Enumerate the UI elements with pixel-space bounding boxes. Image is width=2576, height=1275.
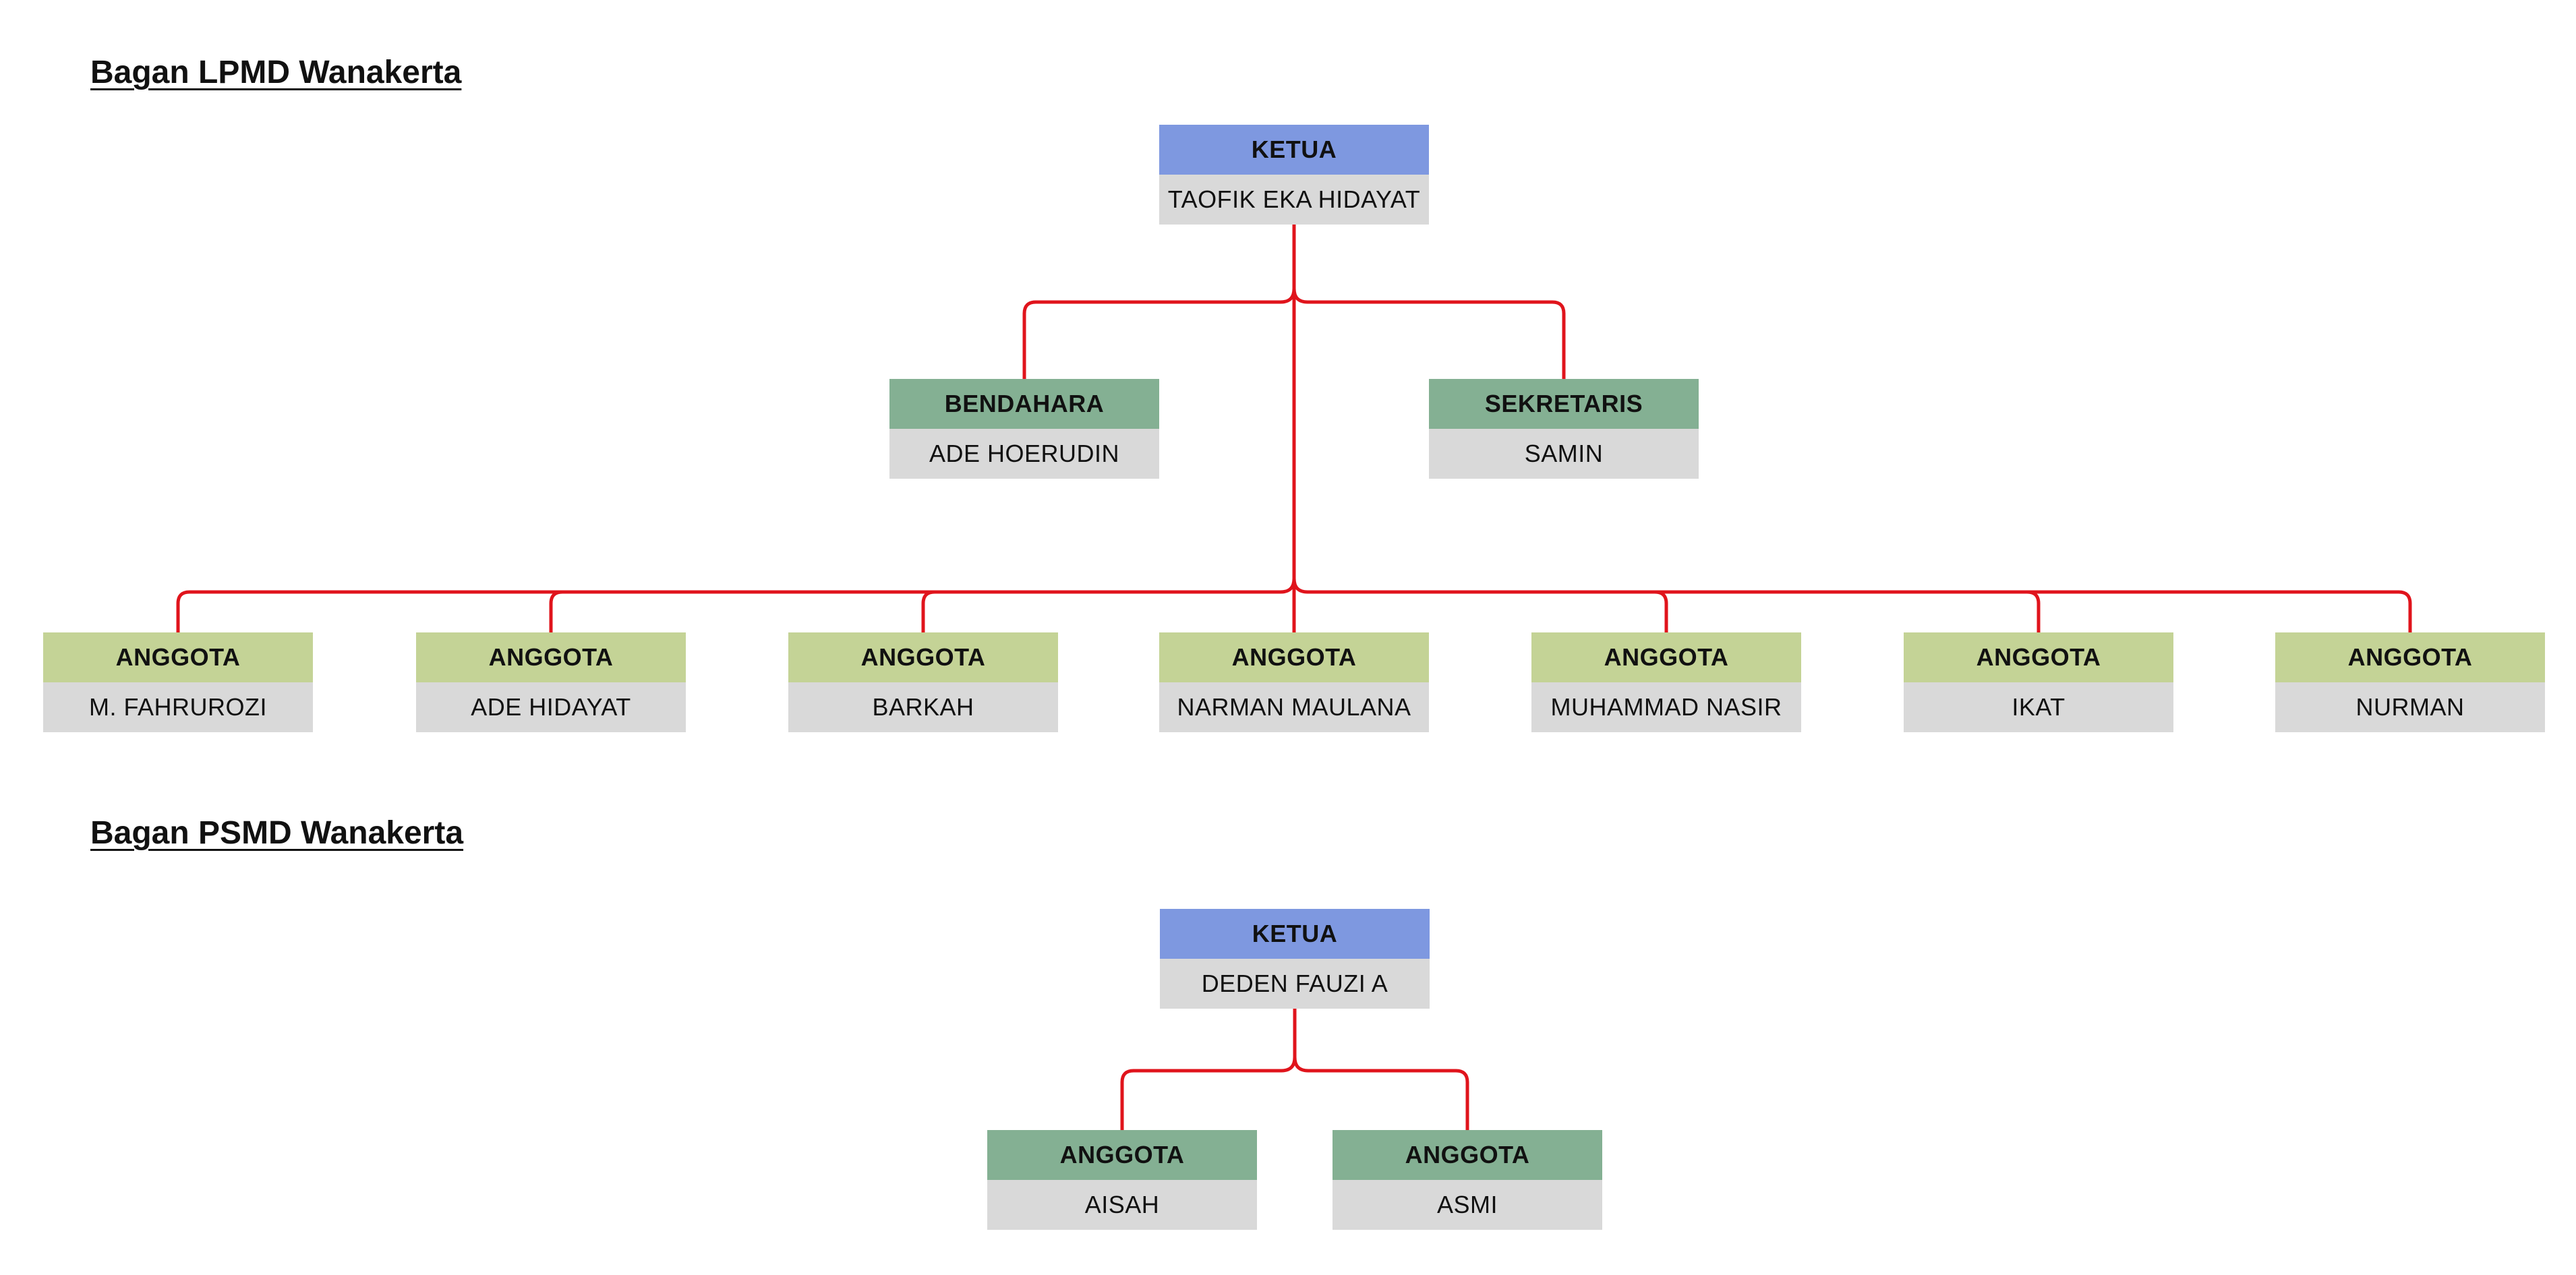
lpmd-anggota-node: ANGGOTA NURMAN (2275, 632, 2545, 732)
person-name: AISAH (987, 1180, 1257, 1230)
lpmd-anggota-node: ANGGOTA M. FAHRUROZI (43, 632, 313, 732)
person-name: BARKAH (788, 682, 1058, 732)
lpmd-sekretaris-node: SEKRETARIS SAMIN (1429, 379, 1699, 479)
psmd-anggota-node: ANGGOTA ASMI (1333, 1130, 1602, 1230)
lpmd-officer-branch-left (1022, 287, 1296, 381)
lpmd-anggota-drop-2 (549, 590, 564, 634)
role-label: KETUA (1160, 909, 1430, 959)
psmd-chart-title: Bagan PSMD Wanakerta (90, 815, 464, 851)
person-name: IKAT (1904, 682, 2173, 732)
lpmd-anggota-bar-left (176, 576, 1296, 634)
role-label: ANGGOTA (1159, 632, 1429, 682)
person-name: ADE HOERUDIN (889, 429, 1159, 479)
role-label: KETUA (1159, 125, 1429, 175)
lpmd-anggota-node: ANGGOTA MUHAMMAD NASIR (1531, 632, 1801, 732)
person-name: ASMI (1333, 1180, 1602, 1230)
person-name: NARMAN MAULANA (1159, 682, 1429, 732)
person-name: TAOFIK EKA HIDAYAT (1159, 175, 1429, 225)
person-name: DEDEN FAUZI A (1160, 959, 1430, 1009)
role-label: ANGGOTA (987, 1130, 1257, 1180)
role-label: BENDAHARA (889, 379, 1159, 429)
lpmd-anggota-drop-5 (1653, 590, 1668, 634)
role-label: ANGGOTA (1333, 1130, 1602, 1180)
role-label: SEKRETARIS (1429, 379, 1699, 429)
lpmd-anggota-node: ANGGOTA IKAT (1904, 632, 2173, 732)
role-label: ANGGOTA (788, 632, 1058, 682)
role-label: ANGGOTA (2275, 632, 2545, 682)
lpmd-anggota-node: ANGGOTA ADE HIDAYAT (416, 632, 686, 732)
lpmd-bendahara-node: BENDAHARA ADE HOERUDIN (889, 379, 1159, 479)
person-name: M. FAHRUROZI (43, 682, 313, 732)
person-name: SAMIN (1429, 429, 1699, 479)
psmd-branch-right (1293, 1055, 1469, 1132)
role-label: ANGGOTA (43, 632, 313, 682)
role-label: ANGGOTA (416, 632, 686, 682)
role-label: ANGGOTA (1531, 632, 1801, 682)
person-name: ADE HIDAYAT (416, 682, 686, 732)
role-label: ANGGOTA (1904, 632, 2173, 682)
lpmd-ketua-node: KETUA TAOFIK EKA HIDAYAT (1159, 125, 1429, 225)
psmd-anggota-node: ANGGOTA AISAH (987, 1130, 1257, 1230)
lpmd-anggota-drop-6 (2025, 590, 2041, 634)
lpmd-officer-branch-right (1292, 287, 1566, 381)
psmd-ketua-node: KETUA DEDEN FAUZI A (1160, 909, 1430, 1009)
person-name: NURMAN (2275, 682, 2545, 732)
lpmd-anggota-drop-3 (921, 590, 937, 634)
person-name: MUHAMMAD NASIR (1531, 682, 1801, 732)
psmd-branch-left (1120, 1055, 1297, 1132)
lpmd-anggota-node: ANGGOTA NARMAN MAULANA (1159, 632, 1429, 732)
lpmd-anggota-node: ANGGOTA BARKAH (788, 632, 1058, 732)
lpmd-anggota-bar-right (1292, 576, 2412, 634)
lpmd-chart-title: Bagan LPMD Wanakerta (90, 55, 462, 90)
